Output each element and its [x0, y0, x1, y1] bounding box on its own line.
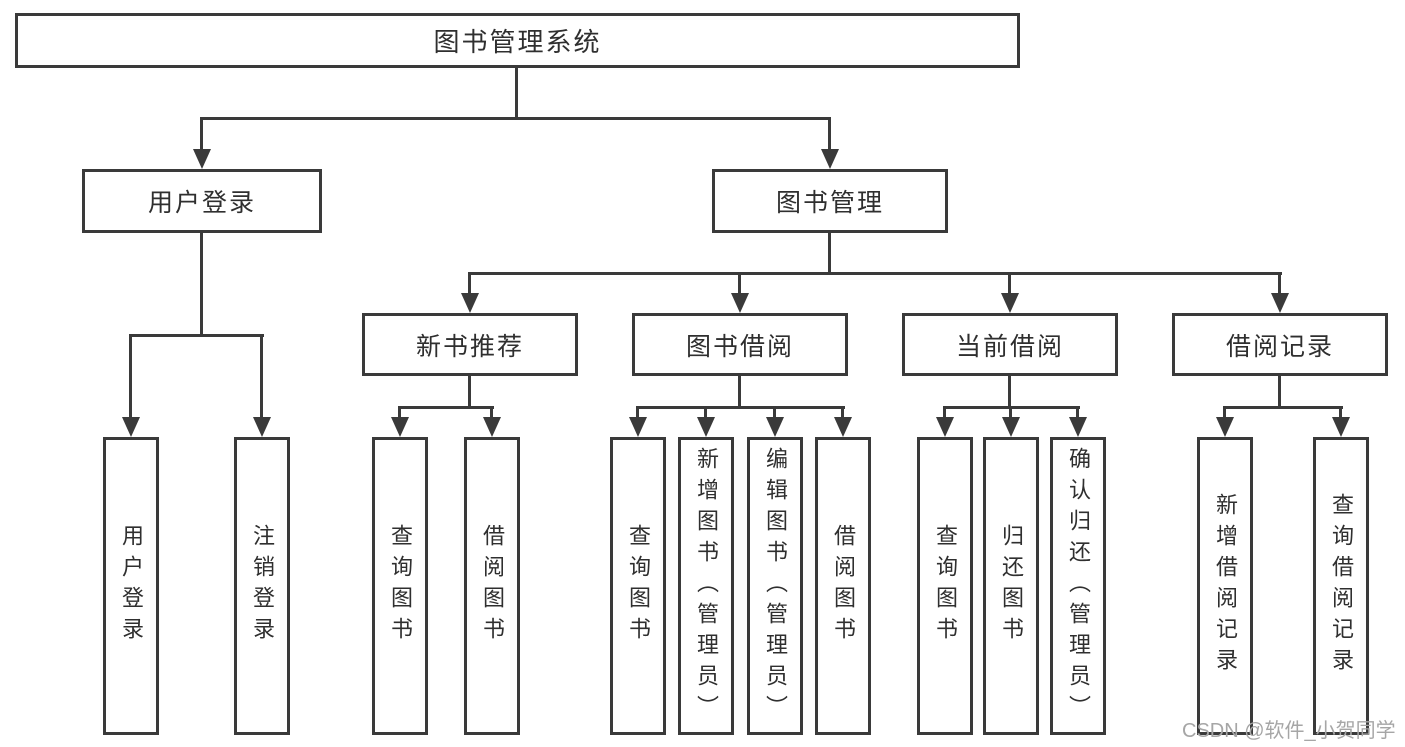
connector-line [200, 117, 203, 151]
node-label: 新增图书（管理员） [694, 446, 719, 726]
connector-line [1223, 406, 1343, 409]
connector-line [1278, 272, 1281, 295]
node-leaf-borrow-books-rec: 借阅图书 [464, 437, 520, 735]
node-new-book-recommendation: 新书推荐 [362, 313, 578, 376]
node-leaf-query-borrow-record: 查询借阅记录 [1313, 437, 1369, 735]
arrow-down-icon [461, 293, 479, 313]
connector-line [1278, 376, 1281, 409]
connector-line [129, 334, 132, 419]
connector-line [468, 376, 471, 409]
connector-line [129, 334, 264, 337]
node-label: 借阅图书 [480, 524, 505, 648]
arrow-down-icon [1002, 417, 1020, 437]
connector-line [468, 272, 1282, 275]
arrow-down-icon [766, 417, 784, 437]
connector-line [398, 406, 494, 409]
node-leaf-return-books: 归还图书 [983, 437, 1039, 735]
connector-line [200, 117, 831, 120]
node-label: 查询借阅记录 [1329, 493, 1354, 679]
connector-line [260, 334, 263, 419]
arrow-down-icon [483, 417, 501, 437]
connector-line [738, 376, 741, 409]
arrow-down-icon [1001, 293, 1019, 313]
node-leaf-logout: 注销登录 [234, 437, 290, 735]
arrow-down-icon [193, 149, 211, 169]
arrow-down-icon [834, 417, 852, 437]
node-user-login-module: 用户登录 [82, 169, 322, 233]
node-current-borrowing: 当前借阅 [902, 313, 1118, 376]
connector-line [636, 406, 639, 419]
node-label: 查询图书 [933, 524, 958, 648]
node-leaf-query-books-borrow: 查询图书 [610, 437, 666, 735]
node-label: 确认归还（管理员） [1066, 446, 1091, 726]
node-borrowing-records: 借阅记录 [1172, 313, 1388, 376]
arrow-down-icon [1216, 417, 1234, 437]
node-leaf-query-books-rec: 查询图书 [372, 437, 428, 735]
arrow-down-icon [731, 293, 749, 313]
node-library-system: 图书管理系统 [15, 13, 1020, 68]
node-book-borrowing: 图书借阅 [632, 313, 848, 376]
node-label: 查询图书 [626, 524, 651, 648]
arrow-down-icon [821, 149, 839, 169]
connector-line [398, 406, 401, 419]
connector-line [828, 233, 831, 274]
connector-line [515, 68, 518, 118]
node-label: 借阅图书 [831, 524, 856, 648]
connector-line [1008, 272, 1011, 295]
node-book-management: 图书管理 [712, 169, 948, 233]
connector-line [828, 117, 831, 151]
connector-line [468, 272, 471, 295]
connector-line [1076, 406, 1079, 419]
connector-line [738, 272, 741, 295]
arrow-down-icon [697, 417, 715, 437]
arrow-down-icon [253, 417, 271, 437]
connector-line [943, 406, 946, 419]
arrow-down-icon [1332, 417, 1350, 437]
connector-line [1009, 406, 1012, 419]
node-leaf-query-books-current: 查询图书 [917, 437, 973, 735]
node-label: 编辑图书（管理员） [763, 446, 788, 726]
node-label: 查询图书 [388, 524, 413, 648]
connector-line [1339, 406, 1342, 419]
arrow-down-icon [1069, 417, 1087, 437]
connector-line [773, 406, 776, 419]
node-leaf-add-books-admin: 新增图书（管理员） [678, 437, 734, 735]
connector-line [200, 233, 203, 336]
node-leaf-add-borrow-record: 新增借阅记录 [1197, 437, 1253, 735]
node-label: 新增借阅记录 [1213, 493, 1238, 679]
arrow-down-icon [122, 417, 140, 437]
connector-line [704, 406, 707, 419]
arrow-down-icon [629, 417, 647, 437]
node-label: 归还图书 [999, 524, 1024, 648]
node-leaf-borrow-books: 借阅图书 [815, 437, 871, 735]
node-leaf-user-login: 用户登录 [103, 437, 159, 735]
node-leaf-confirm-return-admin: 确认归还（管理员） [1050, 437, 1106, 735]
arrow-down-icon [391, 417, 409, 437]
connector-line [1223, 406, 1226, 419]
arrow-down-icon [936, 417, 954, 437]
arrow-down-icon [1271, 293, 1289, 313]
connector-line [490, 406, 493, 419]
node-label: 用户登录 [119, 524, 144, 648]
node-leaf-edit-books-admin: 编辑图书（管理员） [747, 437, 803, 735]
watermark-text: CSDN @软件_小贺同学 [1182, 720, 1396, 742]
connector-line [841, 406, 844, 419]
connector-line [1008, 376, 1011, 409]
connector-line [636, 406, 845, 409]
node-label: 注销登录 [250, 524, 275, 648]
